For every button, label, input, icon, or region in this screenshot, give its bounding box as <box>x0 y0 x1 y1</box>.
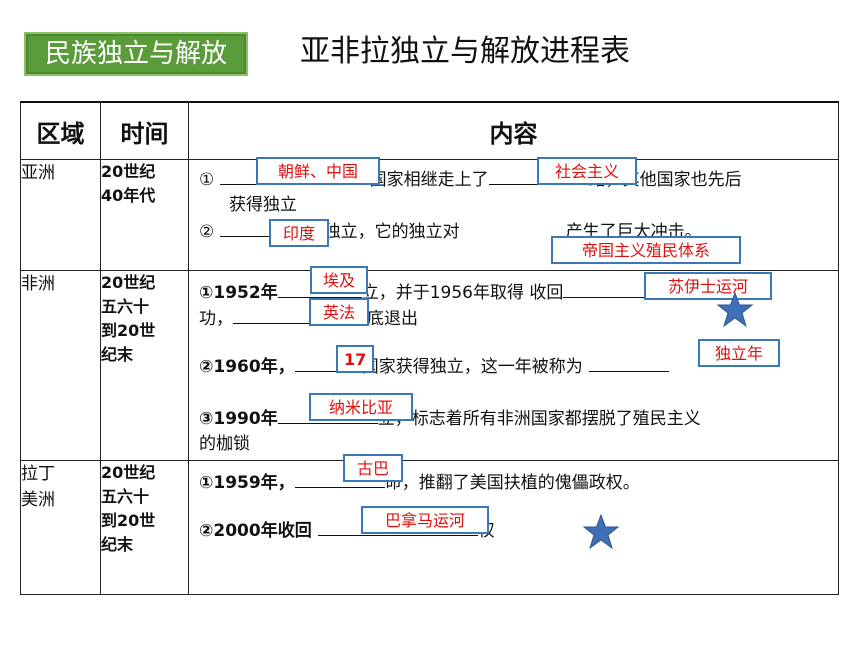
time-cell: 20世纪 40年代 <box>100 159 189 271</box>
time-line: 五六十 <box>101 297 150 316</box>
section-tag: 民族独立与解放 <box>24 32 248 76</box>
line-text: 立，标志着所有非洲国家都摆脱了殖民主义 <box>377 409 701 429</box>
line-prefix: ①1959年， <box>199 473 295 493</box>
region-label: 亚洲 <box>21 163 55 183</box>
time-line: 20世纪 <box>101 273 156 292</box>
content-line: ③1990年 立，标志着所有非洲国家都摆脱了殖民主义 <box>199 405 701 432</box>
line-prefix: ②1960年， <box>199 357 295 377</box>
line-prefix: ② <box>199 222 215 242</box>
time-line: 到20世 <box>101 321 156 340</box>
content-line: ①1959年， 命，推翻了美国扶植的傀儡政权。 <box>199 469 640 496</box>
time-line: 到20世 <box>101 511 156 530</box>
answer-blank <box>233 305 333 324</box>
answer-box: 社会主义 <box>537 157 637 185</box>
line-text: 个国家获得独立，这一年被称为 <box>344 357 583 377</box>
time-line: 纪末 <box>101 535 134 554</box>
answer-blank <box>277 279 362 298</box>
line-text: 立，并于1956年取得 收回 <box>361 283 564 303</box>
line-prefix: ②2000年收回 <box>199 521 312 541</box>
region-label: 美洲 <box>21 490 55 510</box>
header-content: 内容 <box>188 101 839 160</box>
content-line: 获得独立 <box>229 195 297 215</box>
time-line: 20世纪 <box>101 463 156 482</box>
table-header-row: 区域 时间 内容 <box>20 101 839 160</box>
content-line: 的枷锁 <box>199 434 250 454</box>
line-prefix: ① <box>199 170 215 190</box>
answer-box: 英法 <box>309 298 369 326</box>
region-cell: 亚洲 <box>20 159 101 271</box>
region-cell: 非洲 <box>20 270 101 461</box>
region-label: 非洲 <box>21 274 55 294</box>
table-row-africa: 非洲 20世纪 五六十 到20世 纪末 ①1952年 立，并于1956年取得 收回… <box>20 270 839 461</box>
answer-box: 苏伊士运河 <box>644 272 772 300</box>
time-cell: 20世纪 五六十 到20世 纪末 <box>100 270 189 461</box>
answer-box: 独立年 <box>698 339 780 367</box>
line-prefix: 功， <box>199 309 233 329</box>
answer-blank <box>460 219 566 237</box>
line-prefix: ③1990年 <box>199 409 278 429</box>
answer-blank <box>277 405 378 424</box>
answer-box: 古巴 <box>343 454 403 482</box>
answer-blank <box>294 353 345 372</box>
time-cell: 20世纪 五六十 到20世 纪末 <box>100 460 189 595</box>
answer-blank <box>219 218 290 237</box>
progress-table: 区域 时间 内容 亚洲 20世纪 40年代 ① 国家相继走上了路，其他国家也先后… <box>20 101 839 595</box>
region-cell: 拉丁 美洲 <box>20 460 101 595</box>
line-prefix: ①1952年 <box>199 283 278 303</box>
star-icon <box>582 514 620 550</box>
line-text: 国家相继走上了 <box>369 170 489 190</box>
content-cell: ①1959年，命，推翻了美国扶植的傀儡政权。 ②2000年收回 权 <box>188 460 839 595</box>
answer-box: 帝国主义殖民体系 <box>551 236 741 264</box>
time-line: 纪末 <box>101 345 134 364</box>
answer-box: 纳米比亚 <box>309 393 413 421</box>
answer-blank <box>588 353 669 372</box>
answer-blank <box>294 469 385 488</box>
time-line: 40年代 <box>101 186 156 205</box>
answer-box: 17 <box>336 345 374 373</box>
answer-box: 埃及 <box>310 266 368 294</box>
content-line: ②1960年， 个国家获得独立，这一年被称为 <box>199 353 669 380</box>
page-title: 亚非拉独立与解放进程表 <box>300 34 630 69</box>
answer-blank <box>563 279 714 298</box>
line-text: 命，推翻了美国扶植的傀儡政权。 <box>384 473 640 493</box>
header-time: 时间 <box>100 101 189 160</box>
header-region: 区域 <box>20 101 101 160</box>
answer-box: 印度 <box>269 219 329 247</box>
time-line: 20世纪 <box>101 162 156 181</box>
table-row-latin-america: 拉丁 美洲 20世纪 五六十 到20世 纪末 ①1959年， 命，推翻了美国扶植的… <box>20 460 839 595</box>
answer-blank <box>317 517 478 536</box>
star-icon <box>716 292 754 328</box>
region-label: 拉丁 <box>21 464 55 484</box>
answer-box: 朝鲜、中国 <box>256 157 380 185</box>
time-line: 五六十 <box>101 487 150 506</box>
answer-box: 巴拿马运河 <box>361 506 489 534</box>
line-text: 获得独立，它的独立对 <box>289 222 460 242</box>
